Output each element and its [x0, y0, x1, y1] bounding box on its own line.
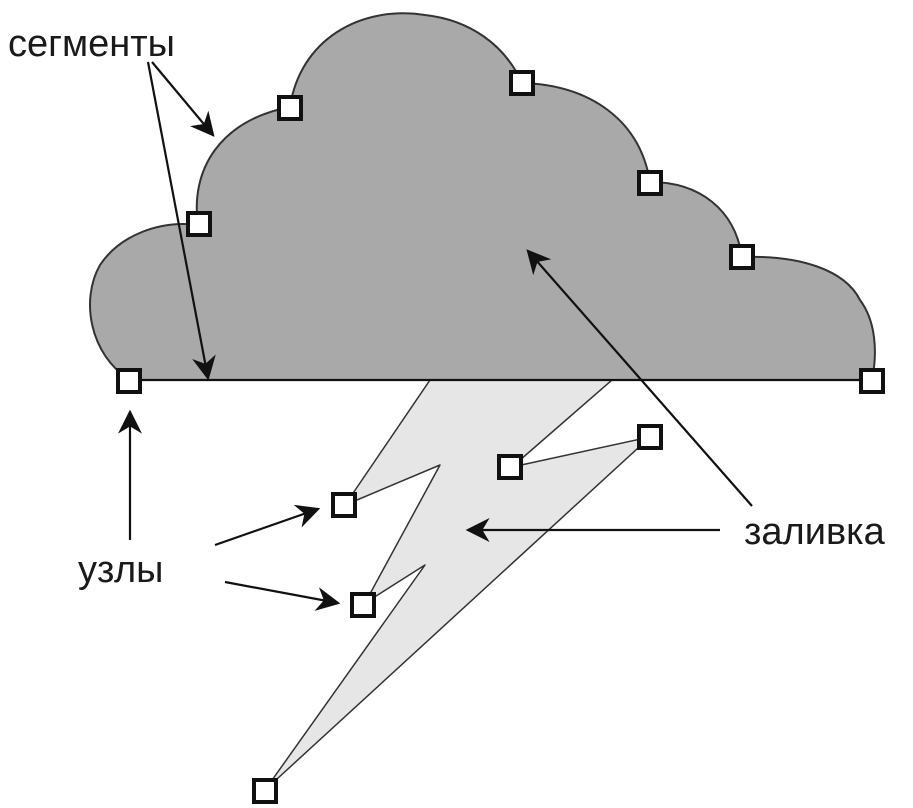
cloud-shape: [89, 12, 876, 381]
node-handle[interactable]: [729, 244, 755, 270]
node-handle[interactable]: [637, 424, 663, 450]
node-handle[interactable]: [497, 454, 523, 480]
fill-label: заливка: [744, 511, 886, 553]
node-handle[interactable]: [116, 368, 142, 394]
segments-arrow-upper: [151, 61, 215, 137]
segments-arrow-lower: [146, 61, 216, 381]
node-handle[interactable]: [859, 368, 885, 394]
node-handle[interactable]: [637, 170, 663, 196]
node-handle[interactable]: [350, 592, 376, 618]
node-handle[interactable]: [252, 778, 278, 804]
node-handle[interactable]: [509, 70, 535, 96]
lightning-shape: [264, 379, 651, 791]
nodes-arrow-lower-right: [224, 580, 341, 611]
fill-arrow-cloud: [526, 249, 753, 507]
nodes-arrow-upper-right: [214, 504, 321, 547]
nodes-label: узлы: [78, 549, 163, 591]
node-handle[interactable]: [277, 95, 303, 121]
node-handle[interactable]: [186, 211, 212, 237]
node-handle[interactable]: [331, 492, 357, 518]
segments-label: сегменты: [8, 23, 175, 65]
